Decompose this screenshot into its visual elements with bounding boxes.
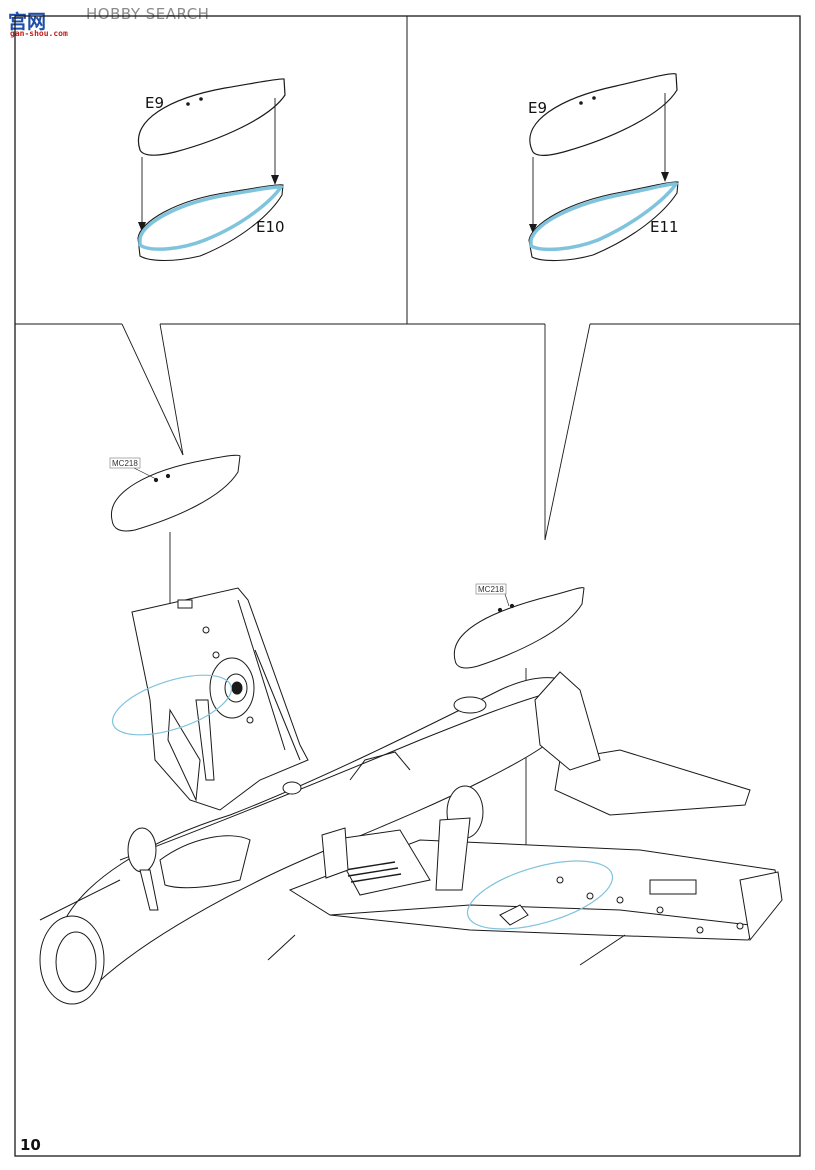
gear-door-right — [435, 817, 471, 891]
gear-door-left — [167, 708, 201, 802]
panel-dot — [616, 896, 624, 904]
pitot-probe — [39, 879, 121, 921]
canopy-frame — [349, 751, 411, 781]
fairing-main-right — [453, 587, 585, 669]
panel-dot — [556, 876, 564, 884]
fairing-hole — [186, 102, 190, 106]
main-wheel-hub-inner — [231, 681, 243, 695]
fairing-hole — [153, 477, 159, 483]
gear-strut-left — [195, 699, 215, 781]
detail-panel-left: E9 E10 — [137, 78, 286, 262]
fairing-hole — [165, 473, 171, 479]
nose-gear-strut — [139, 869, 159, 911]
wheel-well — [329, 829, 431, 896]
part-label-e10: E10 — [256, 218, 285, 236]
fairing-hole — [579, 101, 583, 105]
fuselage-spine — [119, 689, 561, 861]
fairing-cover-left — [137, 78, 286, 156]
callout-line-left-a — [121, 323, 184, 456]
fairing-base-left — [137, 184, 284, 262]
aircraft-assembly: MC218 MC218 — [39, 454, 783, 1005]
locator-ellipse-left — [111, 674, 233, 736]
watermark-search-text: HOBBY SEARCH — [86, 5, 210, 23]
fairing-cover-right — [529, 73, 678, 156]
vent-port — [282, 781, 302, 795]
wing-pylon-rod — [267, 934, 296, 961]
panel-dot — [736, 922, 744, 930]
pylon — [177, 599, 193, 609]
fairing-hole — [199, 97, 203, 101]
part-label-e9: E9 — [145, 94, 164, 112]
fairing-hole — [509, 603, 515, 609]
detail-panel-right: E9 E11 — [528, 73, 680, 262]
callout-tag-left: MC218 — [112, 459, 138, 468]
callout-line-left-b — [159, 323, 184, 456]
part-label-e11: E11 — [650, 218, 679, 236]
page-number: 10 — [20, 1136, 41, 1154]
canopy-bubble — [453, 696, 487, 714]
horizontal-stabilizer — [554, 749, 751, 816]
gun-bay — [159, 835, 251, 889]
engine-intake-inner — [55, 931, 97, 993]
arrow-head — [661, 172, 669, 182]
arrow-head — [529, 224, 537, 234]
wing-tip — [739, 871, 783, 942]
callout-tag-right: MC218 — [478, 585, 504, 594]
panel-dot — [212, 651, 220, 659]
fairing-base-right — [528, 181, 679, 262]
fairing-main-left — [111, 454, 241, 532]
panel-dot — [246, 716, 254, 724]
wing-panel — [649, 879, 697, 895]
vertical-fin — [534, 671, 601, 771]
arrow-head — [271, 175, 279, 185]
callout-line-right-b — [544, 323, 591, 541]
mount-bracket — [499, 904, 529, 926]
airbrake-door — [321, 827, 349, 879]
right-wing-flap — [329, 904, 751, 926]
left-wing-trailing — [237, 599, 301, 761]
callout-tag-box — [475, 583, 507, 595]
fairing-hole — [497, 607, 503, 613]
leader-line — [504, 593, 510, 607]
fairing-hole — [592, 96, 596, 100]
locator-ellipse-right — [466, 860, 614, 930]
panel-dot — [696, 926, 704, 934]
watermark-url: gan-shou.com — [10, 29, 68, 38]
part-label-e9: E9 — [528, 99, 547, 117]
fairing-seal-right — [529, 182, 680, 252]
panel-dot — [586, 892, 594, 900]
panel-dot — [202, 626, 210, 634]
nose-wheel — [127, 827, 157, 873]
wing-pylon-rod — [579, 934, 626, 966]
wheel-well-ribs — [344, 861, 402, 883]
fairing-seal-left — [138, 185, 284, 251]
arrow-head — [138, 222, 146, 232]
callout-tag-box — [109, 457, 141, 469]
panel-dot — [656, 906, 664, 914]
